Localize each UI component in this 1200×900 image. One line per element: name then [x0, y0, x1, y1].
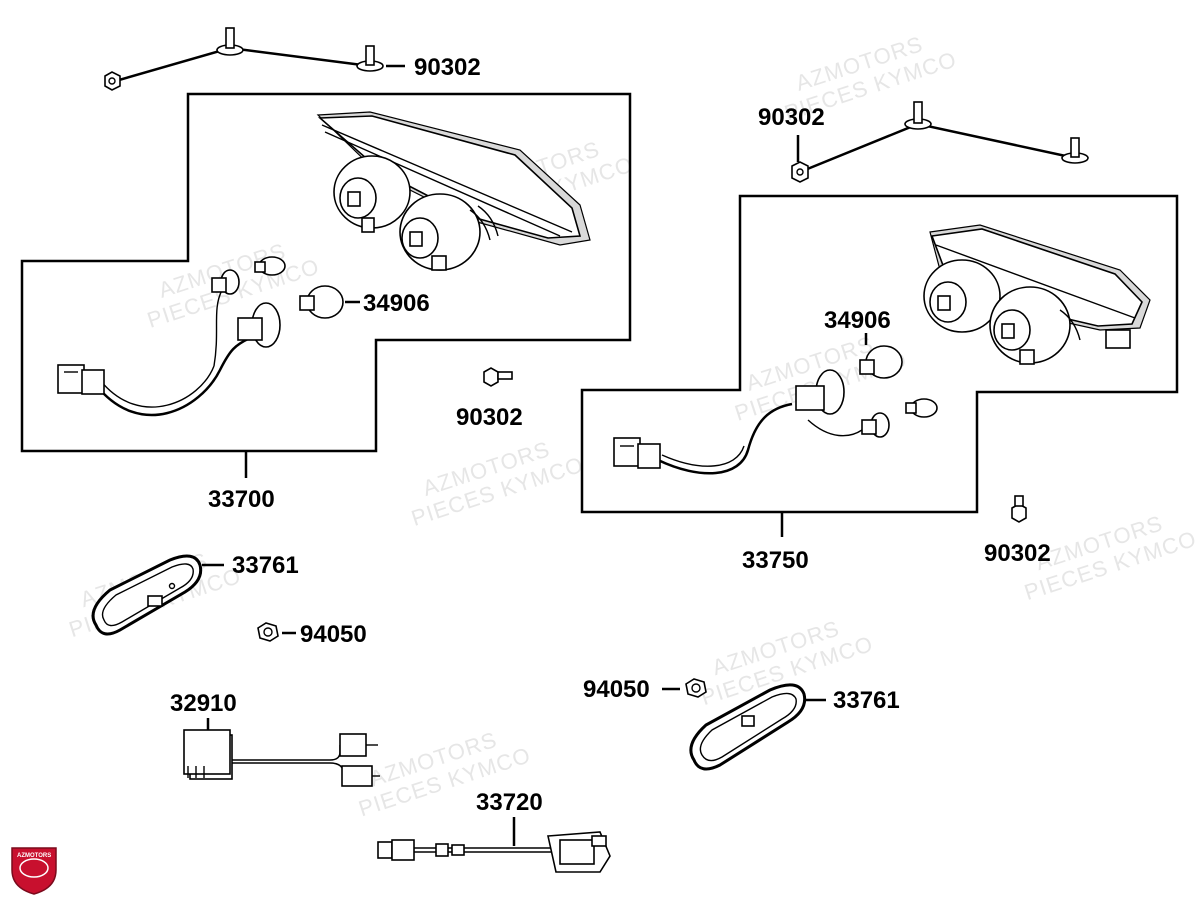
- callout-90302: 90302: [456, 404, 523, 431]
- wire-harness: [57, 256, 344, 417]
- callout-34906: 34906: [363, 290, 430, 317]
- screw-set-top-right: [791, 101, 1089, 183]
- wire-harness: [613, 345, 938, 475]
- small-socket-icon: [211, 269, 240, 295]
- screw-icon: [356, 45, 384, 72]
- screw-icon: [216, 27, 244, 56]
- callout-33761: 33761: [833, 687, 900, 714]
- headlight-housing: [923, 224, 1151, 365]
- nut-icon: [257, 622, 279, 642]
- bulb-icon: [859, 345, 903, 379]
- brand-logo: AZMOTORS: [11, 847, 57, 895]
- callout-33761: 33761: [232, 552, 299, 579]
- callout-90302: 90302: [414, 54, 481, 81]
- callout-90302: 90302: [984, 540, 1051, 567]
- control-module: [183, 729, 380, 787]
- headlight-right-assembly: [580, 194, 1179, 537]
- nut-icon: [685, 678, 707, 698]
- callout-94050: 94050: [300, 621, 367, 648]
- callout-33750: 33750: [742, 547, 809, 574]
- side-marker-lens-left: [91, 554, 203, 636]
- callout-94050: 94050: [583, 676, 650, 703]
- bulb-icon: [299, 285, 344, 319]
- headlight-housing: [316, 111, 591, 271]
- small-socket-icon: [861, 412, 890, 438]
- screw-icon: [104, 71, 121, 91]
- screw-icon: [904, 101, 932, 130]
- callout-32910: 32910: [170, 690, 237, 717]
- logo-text: AZMOTORS: [17, 853, 51, 859]
- socket-icon: [237, 302, 281, 348]
- headlight-left-assembly: [20, 92, 632, 478]
- small-bulb-icon: [905, 398, 938, 418]
- screw-icon: [1011, 495, 1027, 523]
- screw-icon: [1061, 137, 1089, 164]
- callout-33700: 33700: [208, 486, 275, 513]
- callout-33720: 33720: [476, 789, 543, 816]
- license-lamp-harness: [377, 831, 611, 873]
- screw-icon: [791, 161, 809, 183]
- connector-icon: [613, 437, 661, 469]
- callout-90302: 90302: [758, 104, 825, 131]
- socket-icon: [795, 369, 845, 415]
- screw-set-top-left: [104, 27, 405, 91]
- callout-34906: 34906: [824, 307, 891, 334]
- small-bulb-icon: [254, 256, 286, 276]
- side-marker-lens-right: [689, 683, 807, 771]
- connector-icon: [57, 364, 105, 395]
- screw-icon: [483, 367, 513, 387]
